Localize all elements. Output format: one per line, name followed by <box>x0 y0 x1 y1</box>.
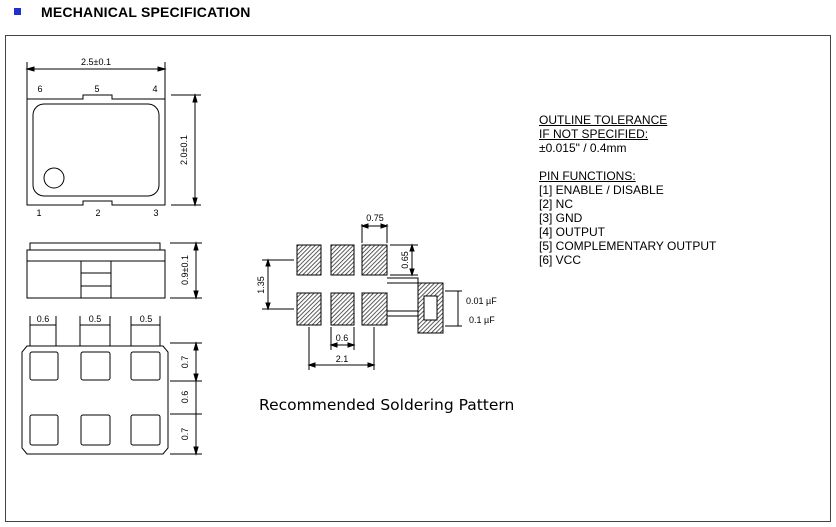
dim-pad-w2: 0.5 <box>89 314 102 324</box>
side-view <box>26 241 202 300</box>
solder-dim-075: 0.75 <box>366 213 384 223</box>
dim-width-label: 2.5±0.1 <box>81 57 111 67</box>
dim-pad-gap: 0.6 <box>180 391 190 404</box>
cap-label-2: 0.1 µF <box>469 315 495 325</box>
dim-height-label: 2.0±0.1 <box>179 135 189 165</box>
solder-dim-21: 2.1 <box>336 354 349 364</box>
solder-dim-135: 1.35 <box>256 276 266 294</box>
pin-function-1: [1] ENABLE / DISABLE <box>539 183 664 197</box>
soldering-pattern <box>262 223 462 370</box>
pin-label-2: 2 <box>95 208 100 218</box>
pin-function-2: [2] NC <box>539 197 574 211</box>
drawing-frame <box>5 35 831 522</box>
dim-pad-w1: 0.6 <box>37 314 50 324</box>
pin-function-4: [4] OUTPUT <box>539 225 606 239</box>
pin-function-5: [5] COMPLEMENTARY OUTPUT <box>539 239 717 253</box>
header-bullet-icon <box>14 8 21 15</box>
dim-pad-h2: 0.7 <box>180 428 190 441</box>
tolerance-heading-2: IF NOT SPECIFIED: <box>539 127 649 141</box>
top-view <box>25 62 201 207</box>
pin-function-3: [3] GND <box>539 211 583 225</box>
dim-pad-h1: 0.7 <box>180 356 190 369</box>
tolerance-value: ±0.015" / 0.4mm <box>539 141 627 155</box>
pin-label-3: 3 <box>153 208 158 218</box>
pin-functions-heading: PIN FUNCTIONS: <box>539 169 636 183</box>
dim-pad-w3: 0.5 <box>140 314 153 324</box>
cap-label-1: 0.01 µF <box>466 296 497 306</box>
tolerance-heading-1: OUTLINE TOLERANCE <box>539 113 668 127</box>
pin-label-6: 6 <box>37 84 42 94</box>
pin-label-4: 4 <box>152 84 157 94</box>
bottom-view <box>21 316 202 456</box>
dim-thickness-label: 0.9±0.1 <box>180 255 190 285</box>
section-title: MECHANICAL SPECIFICATION <box>41 4 251 20</box>
solder-dim-065: 0.65 <box>400 251 410 269</box>
pin-function-6: [6] VCC <box>539 253 582 267</box>
solder-dim-06: 0.6 <box>336 333 349 343</box>
pin-label-1: 1 <box>36 208 41 218</box>
spec-notes: OUTLINE TOLERANCE IF NOT SPECIFIED: ±0.0… <box>539 113 716 267</box>
soldering-pattern-caption: Recommended Soldering Pattern <box>259 396 515 414</box>
pin-label-5: 5 <box>94 84 99 94</box>
